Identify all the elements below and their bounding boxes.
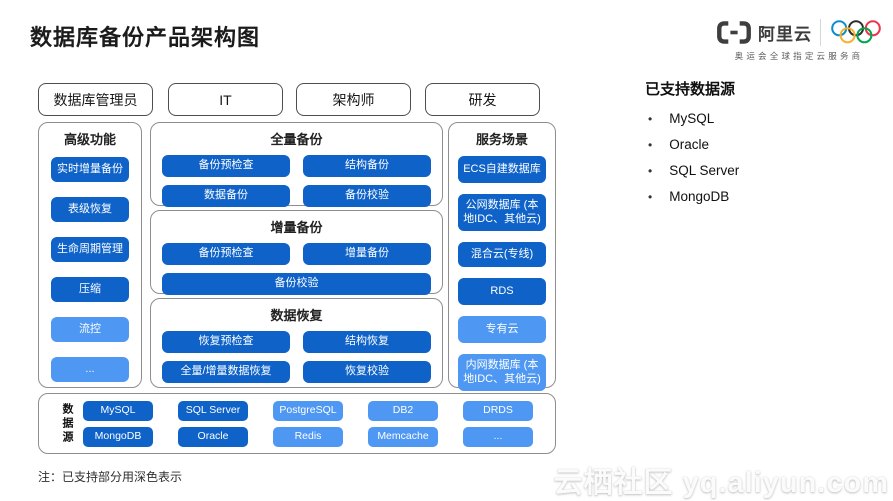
role-box-architect: 架构师: [296, 83, 411, 116]
full-backup-steps: 备份预检查 结构备份 数据备份 备份校验: [151, 148, 442, 207]
feature-node: 压缩: [51, 277, 129, 302]
watermark: 云栖社区 yq.aliyun.com: [553, 467, 889, 499]
panel-title: 高级功能: [63, 132, 116, 147]
supported-item-label: SQL Server: [669, 163, 740, 178]
step-node: 恢复预检查: [162, 331, 290, 353]
incremental-backup-steps: 备份预检查 增量备份 备份校验: [151, 236, 442, 295]
logo-divider: [820, 18, 821, 46]
service-scenarios-panel: 服务场景 ECS自建数据库 公网数据库 (本地IDC、其他云) 混合云(专线) …: [448, 122, 556, 391]
scenario-node: ECS自建数据库: [458, 156, 546, 183]
datasource-node: DRDS: [463, 400, 533, 421]
legend-note: 注：已支持部分用深色表示: [38, 470, 183, 484]
data-source-grid: MySQL SQL Server PostgreSQL DB2 DRDS Mon…: [83, 400, 555, 447]
advanced-features-panel: 高级功能 实时增量备份 表级恢复 生命周期管理 压缩 流控 ...: [38, 122, 142, 388]
data-restore-steps: 恢复预检查 结构恢复 全量/增量数据恢复 恢复校验: [151, 324, 442, 383]
page-title: 数据库备份产品架构图: [30, 25, 261, 50]
brand-name: 阿里云: [758, 24, 812, 44]
panel-title: 服务场景: [475, 132, 528, 147]
step-node: 备份校验: [303, 185, 431, 207]
bullet-icon: •: [648, 189, 653, 204]
scenario-node: RDS: [458, 278, 546, 305]
step-node: 备份校验: [162, 273, 431, 295]
scenario-node: 专有云: [458, 316, 546, 343]
role-box-rnd: 研发: [425, 83, 540, 116]
bullet-icon: •: [648, 163, 653, 178]
step-node: 结构恢复: [303, 331, 431, 353]
panel-title: 增量备份: [270, 220, 323, 235]
cloud-bracket-icon: [717, 20, 751, 44]
scenario-node: 公网数据库 (本地IDC、其他云): [458, 194, 546, 231]
data-restore-panel: 数据恢复 恢复预检查 结构恢复 全量/增量数据恢复 恢复校验: [150, 298, 443, 388]
step-node: 恢复校验: [303, 361, 431, 383]
feature-node: ...: [51, 357, 129, 382]
supported-item-label: MongoDB: [669, 189, 730, 204]
full-backup-panel: 全量备份 备份预检查 结构备份 数据备份 备份校验: [150, 122, 443, 207]
feature-node: 流控: [51, 317, 129, 342]
datasource-node: Redis: [273, 426, 343, 447]
logo-row: 阿里云: [715, 18, 883, 46]
supported-list: • MySQL • Oracle • SQL Server • MongoDB: [645, 111, 870, 204]
logo-tagline: 奥运会全球指定云服务商: [734, 51, 864, 61]
datasource-node: ...: [463, 426, 533, 447]
datasource-node: MySQL: [83, 400, 153, 421]
panel-title: 数据恢复: [270, 308, 323, 323]
bullet-icon: •: [648, 137, 653, 152]
datasource-node: SQL Server: [178, 400, 248, 421]
list-item: • MySQL: [645, 111, 870, 126]
scenario-node: 内网数据库 (本地IDC、其他云): [458, 354, 546, 391]
datasource-node: DB2: [368, 400, 438, 421]
step-node: 结构备份: [303, 155, 431, 177]
step-node: 备份预检查: [162, 155, 290, 177]
olympic-rings-icon: [831, 20, 881, 44]
datasource-node: Oracle: [178, 426, 248, 447]
list-item: • Oracle: [645, 137, 870, 152]
alibaba-cloud-logo: 阿里云 奥运会全球指定云服务商: [715, 18, 883, 62]
supported-datasources-section: 已支持数据源 • MySQL • Oracle • SQL Server • Mongo…: [645, 78, 870, 215]
data-sources-label: 数据源: [61, 402, 73, 445]
supported-item-label: Oracle: [669, 137, 709, 152]
list-item: • MongoDB: [645, 189, 870, 204]
incremental-backup-panel: 增量备份 备份预检查 增量备份 备份校验: [150, 210, 443, 295]
scenario-node: 混合云(专线): [458, 242, 546, 267]
feature-node: 表级恢复: [51, 197, 129, 222]
step-node: 数据备份: [162, 185, 290, 207]
feature-node: 生命周期管理: [51, 237, 129, 262]
step-node: 备份预检查: [162, 243, 290, 265]
supported-item-label: MySQL: [669, 111, 715, 126]
datasource-node: MongoDB: [83, 426, 153, 447]
supported-title: 已支持数据源: [645, 81, 736, 98]
panel-title: 全量备份: [270, 132, 323, 147]
feature-node: 实时增量备份: [51, 157, 129, 182]
data-sources-panel: 数据源 MySQL SQL Server PostgreSQL DB2 DRDS…: [38, 393, 556, 454]
step-node: 全量/增量数据恢复: [162, 361, 290, 383]
bullet-icon: •: [648, 111, 653, 126]
step-node: 增量备份: [303, 243, 431, 265]
datasource-node: Memcache: [368, 426, 438, 447]
scenario-list: ECS自建数据库 公网数据库 (本地IDC、其他云) 混合云(专线) RDS 专…: [449, 148, 555, 391]
list-item: • SQL Server: [645, 163, 870, 178]
role-box-it: IT: [168, 83, 283, 116]
advanced-feature-list: 实时增量备份 表级恢复 生命周期管理 压缩 流控 ...: [39, 148, 141, 382]
role-box-dba: 数据库管理员: [38, 83, 153, 116]
datasource-node: PostgreSQL: [273, 400, 343, 421]
